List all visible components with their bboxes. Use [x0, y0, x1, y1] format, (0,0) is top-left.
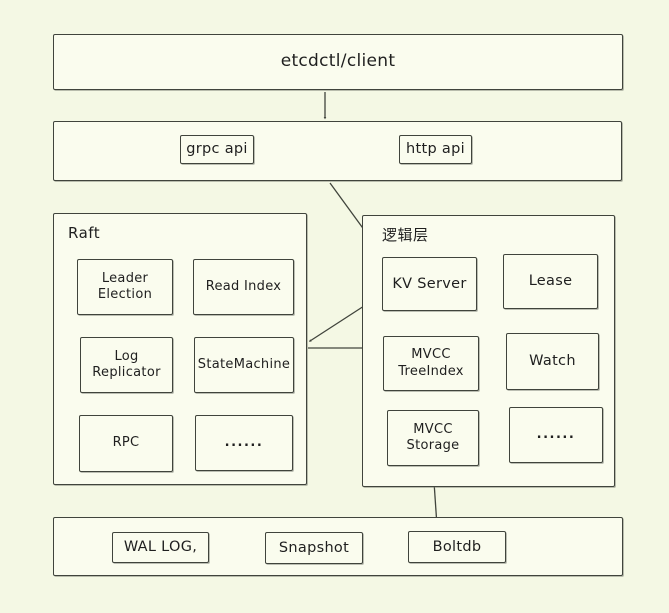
- mvcc-treeindex-box: MVCC TreeIndex: [383, 336, 479, 391]
- mvcc-treeindex-label: MVCC TreeIndex: [398, 347, 464, 379]
- mvcc-storage-label: MVCC Storage: [406, 421, 460, 453]
- boltdb-box: Boltdb: [408, 531, 506, 563]
- log-replicator-box: Log Replicator: [80, 337, 173, 393]
- grpc-api-box: grpc api: [180, 135, 254, 164]
- client-box: etcdctl/client: [53, 34, 623, 90]
- leader-election-label: Leader Election: [97, 270, 153, 302]
- kv-server-label: KV Server: [392, 275, 467, 292]
- watch-box: Watch: [506, 333, 599, 390]
- http-api-box: http api: [399, 135, 472, 164]
- raft-dots-label: ......: [224, 434, 264, 450]
- rpc-label: RPC: [112, 435, 140, 451]
- lease-box: Lease: [503, 254, 598, 309]
- snapshot-box: Snapshot: [265, 532, 363, 564]
- raft-group-box: Raft Leader Election Read Index Log Repl…: [53, 213, 307, 485]
- logic-layer-group-box: 逻辑层 KV Server Lease MVCC TreeIndex Watch…: [362, 215, 615, 487]
- read-index-label: Read Index: [205, 278, 282, 294]
- kv-server-box: KV Server: [382, 257, 477, 311]
- logic-dots-box: ......: [509, 407, 603, 463]
- wal-log-box: WAL LOG,: [112, 532, 209, 563]
- logic-dots-label: ......: [536, 426, 576, 442]
- storage-layer-box: WAL LOG, Snapshot Boltdb: [53, 517, 623, 576]
- watch-label: Watch: [529, 353, 576, 370]
- statemachine-box: StateMachine: [194, 337, 294, 393]
- log-replicator-label: Log Replicator: [92, 348, 161, 380]
- boltdb-label: Boltdb: [432, 538, 482, 555]
- api-layer-box: grpc api http api: [53, 121, 622, 181]
- logic-layer-group-title: 逻辑层: [382, 226, 429, 244]
- lease-label: Lease: [528, 273, 573, 290]
- read-index-box: Read Index: [193, 259, 294, 315]
- statemachine-label: StateMachine: [197, 356, 291, 372]
- http-api-label: http api: [406, 141, 465, 158]
- mvcc-storage-box: MVCC Storage: [387, 410, 479, 466]
- client-box-label: etcdctl/client: [280, 51, 396, 72]
- wal-log-label: WAL LOG,: [123, 539, 198, 556]
- grpc-api-label: grpc api: [186, 141, 248, 158]
- snapshot-label: Snapshot: [278, 539, 350, 556]
- rpc-box: RPC: [79, 415, 173, 472]
- leader-election-box: Leader Election: [77, 259, 173, 315]
- raft-dots-box: ......: [195, 415, 293, 471]
- raft-group-title: Raft: [68, 224, 101, 242]
